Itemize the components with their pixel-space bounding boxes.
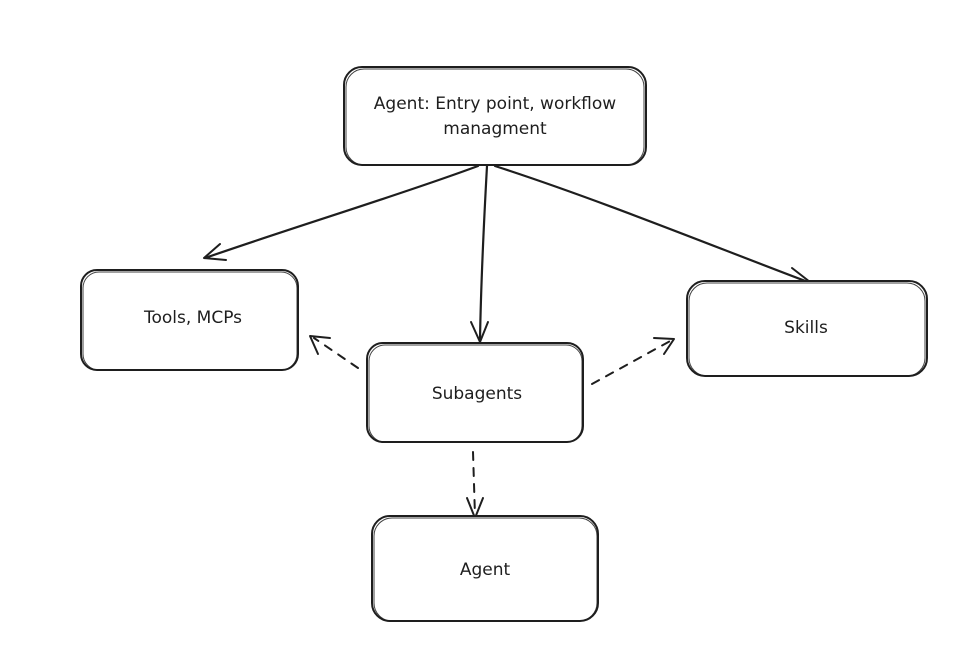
node-tools-label: Tools, MCPs (143, 308, 242, 328)
node-subagents-label: Subagents (432, 384, 522, 404)
node-agent-entry[interactable]: Agent: Entry point, workflow managment (343, 66, 647, 166)
edge-subagents-to-skills (591, 337, 675, 385)
edge-agent-entry-to-subagents (470, 164, 489, 343)
node-agent[interactable]: Agent (371, 515, 599, 622)
edge-agent-entry-to-skills (493, 164, 811, 285)
edge-agent-entry-to-tools (203, 164, 480, 261)
node-agent-entry-label-line2: managment (443, 119, 547, 139)
node-skills-label: Skills (784, 318, 828, 338)
node-tools[interactable]: Tools, MCPs (80, 269, 299, 371)
node-agent-label: Agent (460, 560, 511, 580)
node-skills[interactable]: Skills (686, 280, 928, 377)
edge-subagents-to-agent (466, 451, 484, 519)
node-agent-entry-label-line1: Agent: Entry point, workflow (374, 94, 616, 114)
node-subagents[interactable]: Subagents (366, 342, 584, 443)
edge-subagents-to-tools (309, 335, 359, 369)
